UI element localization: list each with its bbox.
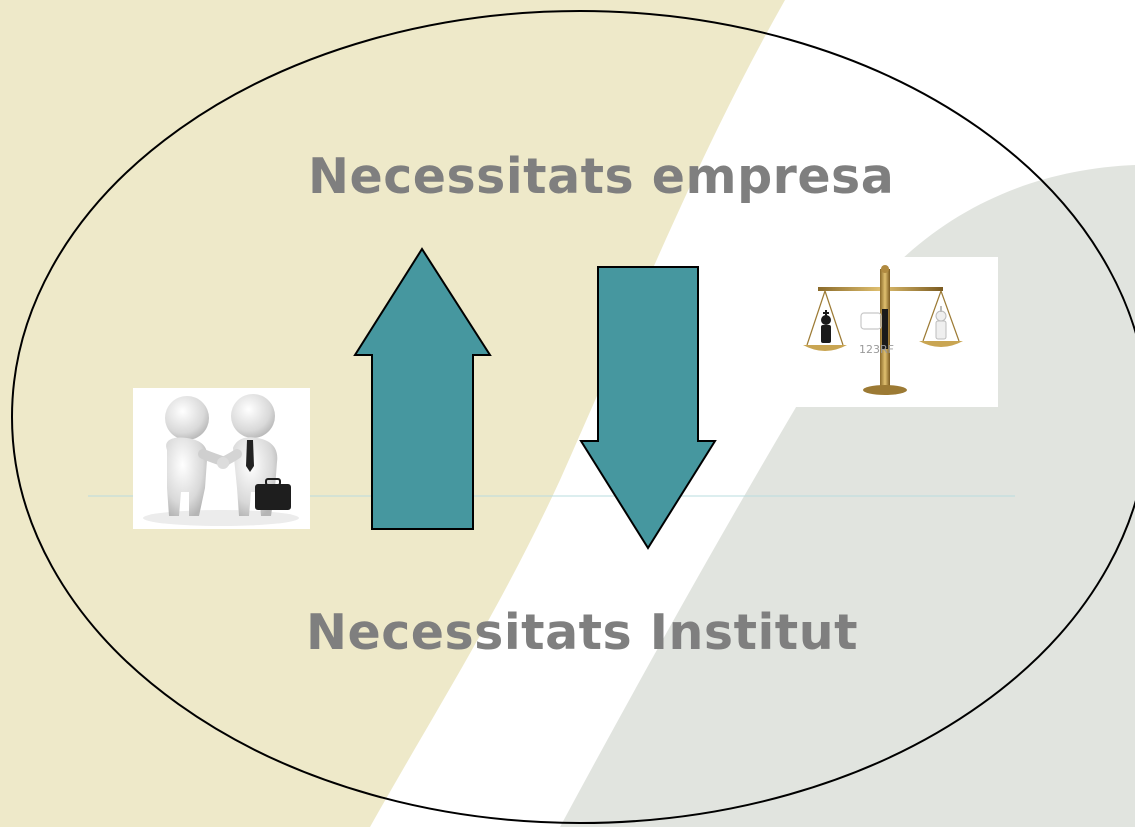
up-arrow <box>353 247 492 530</box>
title-necessitats-institut: Necessitats Institut <box>306 604 859 661</box>
handshake-figures-icon <box>143 394 299 526</box>
scale-picture: 123RF <box>773 257 998 407</box>
balance-scale-icon: 123RF <box>803 265 963 395</box>
scale-watermark: 123RF <box>859 343 894 356</box>
down-arrow <box>579 266 717 550</box>
enclosing-ellipse <box>11 10 1135 824</box>
handshake-picture <box>133 388 310 529</box>
title-necessitats-empresa: Necessitats empresa <box>308 148 895 205</box>
